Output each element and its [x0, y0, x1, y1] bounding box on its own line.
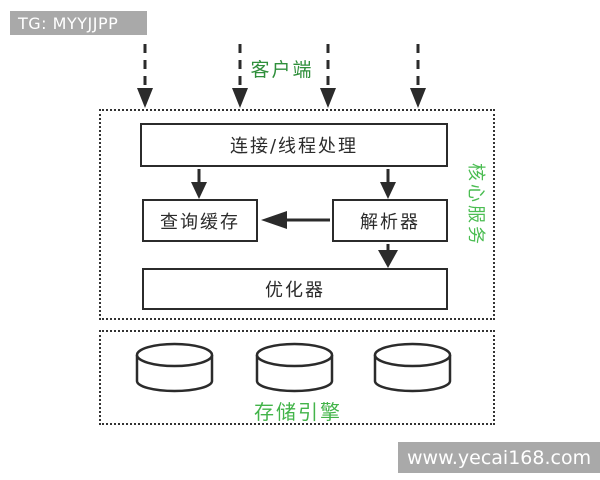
optimizer-node: 优化器 — [142, 268, 448, 310]
parser-node: 解析器 — [332, 199, 448, 242]
client-section-label: 客户端 — [250, 59, 314, 81]
query-cache-node-label: 查询缓存 — [160, 211, 240, 233]
client-arrow-icon — [410, 44, 426, 108]
connection-thread-handling-node: 连接/线程处理 — [140, 123, 448, 167]
connection-node-label: 连接/线程处理 — [229, 136, 359, 157]
optimizer-node-label: 优化器 — [265, 280, 325, 301]
watermark-badge-bottom-right: www.yecai168.com — [398, 442, 600, 473]
storage-engine-section-label: 存储引擎 — [254, 400, 342, 424]
core-services-container — [99, 109, 495, 320]
query-cache-node: 查询缓存 — [142, 199, 258, 242]
storage-engine-container — [99, 330, 495, 425]
parser-node-label: 解析器 — [360, 211, 420, 233]
watermark-badge-top-left: TG: MYYJJPP — [10, 11, 147, 35]
watermark-text-url: www.yecai168.com — [407, 446, 592, 469]
client-arrow-icon — [137, 44, 153, 108]
watermark-text-tg: TG: MYYJJPP — [18, 13, 119, 33]
